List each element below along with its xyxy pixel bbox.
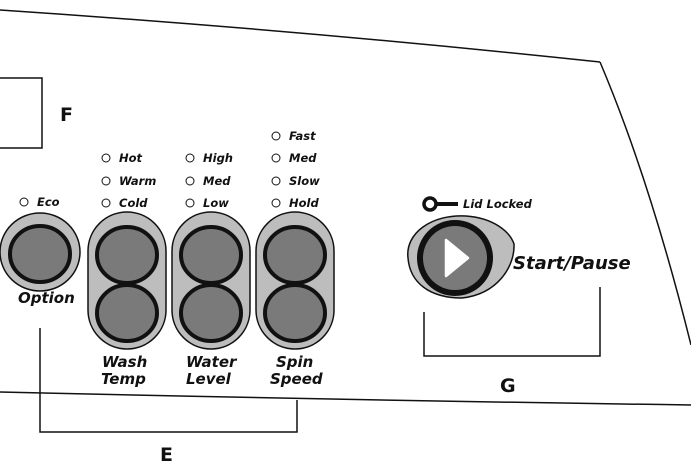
callout-g-bracket <box>423 287 601 357</box>
warm-indicator-label: Warm <box>119 174 156 188</box>
start-pause-button[interactable] <box>417 220 493 296</box>
panel-bottom-edge <box>0 391 691 406</box>
spin-speed-group: Fast Med Slow Hold Spin Speed <box>255 129 335 388</box>
hot-indicator-label: Hot <box>119 151 143 165</box>
spin-speed-label-line1: Spin <box>276 353 313 371</box>
callout-f-bracket <box>0 77 43 149</box>
wash-temp-down-button[interactable] <box>95 283 159 343</box>
high-led <box>185 153 195 163</box>
water-level-label-line1: Water <box>186 353 238 371</box>
low-indicator-label: Low <box>203 196 229 210</box>
water-med-led <box>185 176 195 186</box>
option-button[interactable] <box>0 212 81 292</box>
spin-med-led <box>271 153 281 163</box>
spin-med-indicator-label: Med <box>289 151 317 165</box>
hold-indicator-label: Hold <box>289 196 319 210</box>
spin-speed-down-button[interactable] <box>263 283 327 343</box>
callout-e-label: E <box>160 444 173 465</box>
option-group: Eco Option <box>0 195 81 307</box>
cold-led <box>101 198 111 208</box>
water-level-down-button[interactable] <box>179 283 243 343</box>
water-level-up-button[interactable] <box>179 225 243 285</box>
wash-temp-label-line1: Wash <box>102 353 147 371</box>
panel-right-edge <box>599 61 691 346</box>
callout-f-label: F <box>60 104 73 126</box>
start-pause-label: Start/Pause <box>513 253 631 274</box>
panel-top-edge <box>0 9 601 63</box>
callout-g-label: G <box>500 375 516 397</box>
low-led <box>185 198 195 208</box>
wash-temp-label-line2: Temp <box>101 370 146 388</box>
hot-led <box>101 153 111 163</box>
lid-locked-label: Lid Locked <box>463 197 533 211</box>
callout-e-bracket <box>39 328 298 433</box>
water-level-group: High Med Low Water Level <box>171 151 251 388</box>
eco-indicator-label: Eco <box>37 195 60 209</box>
spin-speed-label-line2: Speed <box>270 370 323 388</box>
lid-locked-indicator: Lid Locked <box>422 196 533 212</box>
play-icon <box>444 238 470 278</box>
wash-temp-group: Hot Warm Cold Wash Temp <box>87 151 167 388</box>
warm-led <box>101 176 111 186</box>
water-med-indicator-label: Med <box>203 174 231 188</box>
lid-lock-key-stem <box>436 202 458 206</box>
start-pause-group: Start/Pause <box>407 215 631 299</box>
lid-locked-led <box>422 196 438 212</box>
eco-led <box>19 197 29 207</box>
spin-speed-up-button[interactable] <box>263 225 327 285</box>
cold-indicator-label: Cold <box>119 196 148 210</box>
water-level-label-line2: Level <box>186 370 232 388</box>
fast-led <box>271 131 281 141</box>
option-label: Option <box>18 289 75 307</box>
fast-indicator-label: Fast <box>289 129 316 143</box>
slow-indicator-label: Slow <box>289 174 320 188</box>
slow-led <box>271 176 281 186</box>
high-indicator-label: High <box>203 151 233 165</box>
hold-led <box>271 198 281 208</box>
wash-temp-up-button[interactable] <box>95 225 159 285</box>
